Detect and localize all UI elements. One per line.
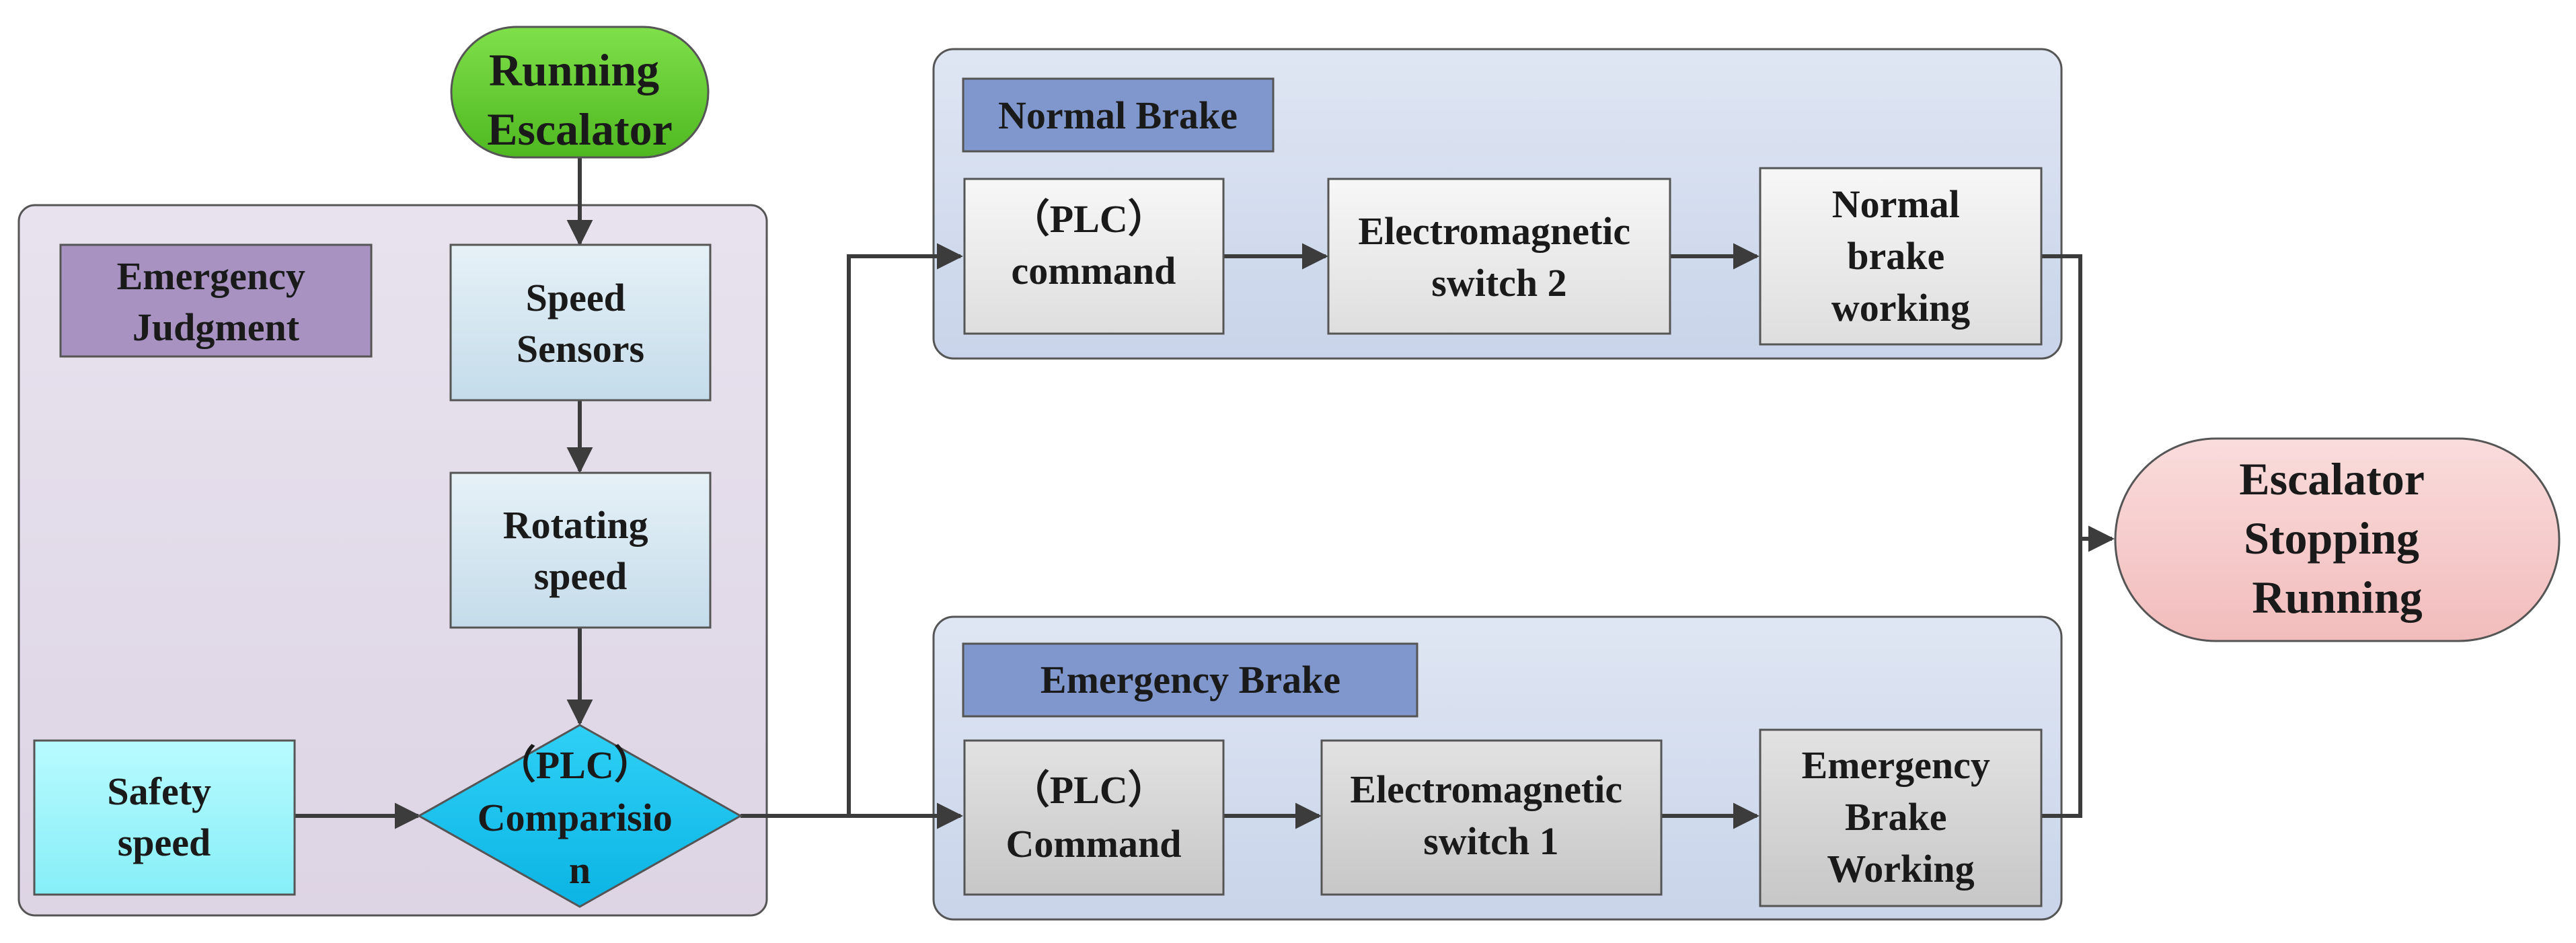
svg-text:Rotating speed: Rotating speed: [503, 503, 658, 598]
svg-text:Emergency Judgment: Emergency Judgment: [117, 254, 315, 349]
connector-normal-working-to-merge: [2041, 254, 2082, 818]
node-text-line: （PLC）: [1011, 197, 1167, 241]
node-text-line: Speed: [526, 276, 626, 319]
emergency-judgment-label: Emergency Judgment: [59, 243, 373, 358]
svg-text:（PLC） Comparisio n: （PLC） Comparisio n: [478, 743, 683, 892]
node-text-line: Electromagnetic: [1350, 767, 1622, 811]
node-text-line: working: [1831, 286, 1970, 330]
svg-text:Electromagnetic switch 1: Electromagnetic switch 1: [1350, 767, 1632, 863]
speed-sensors-node: Speed Sensors: [449, 243, 712, 402]
normal-brake-label: Normal Brake: [962, 77, 1275, 153]
svg-text:Emergency Brake Wo: Emergency Brake Working: [1802, 743, 2000, 891]
svg-text:Normal Brake: Normal Brake: [998, 93, 1238, 137]
node-text-line: n: [569, 848, 591, 892]
label-line: Emergency Brake: [1040, 658, 1340, 702]
emergency-plc-command-node: （PLC） Command: [963, 739, 1225, 896]
node-text-line: Escalator: [487, 104, 673, 155]
svg-text:Speed Sensors: Speed Sensors: [517, 276, 644, 371]
electromagnetic-switch-2-node: Electromagnetic switch 2: [1327, 178, 1671, 335]
label-line: Judgment: [132, 305, 300, 349]
svg-text:Safety speed: Safety speed: [107, 769, 221, 864]
node-text-line: Running: [2252, 572, 2422, 623]
svg-text:Electromagnetic switch 2: Electromagnetic switch 2: [1358, 209, 1640, 305]
svg-text:Normal brake worki: Normal brake working: [1831, 182, 1970, 330]
node-text-line: switch 2: [1431, 261, 1566, 305]
normal-plc-command-node: （PLC） command: [963, 178, 1225, 335]
svg-text:Running Escalator: Running Escalator: [487, 44, 673, 155]
rotating-speed-node: Rotating speed: [449, 472, 712, 629]
plc-comparison-decision: （PLC） Comparisio n: [416, 724, 743, 908]
normal-brake-working-node: Normal brake working: [1759, 167, 2043, 346]
node-text-line: command: [1012, 249, 1176, 293]
node-text-line: Electromagnetic: [1358, 209, 1630, 253]
escalator-stopping-running-node: Escalator Stopping Running: [2114, 437, 2561, 642]
svg-text:Escalator Stopping: Escalator Stopping Running: [2239, 453, 2435, 623]
node-text-line: speed: [534, 554, 628, 598]
node-text-line: （PLC）: [1011, 768, 1167, 812]
node-text-line: brake: [1847, 234, 1944, 278]
emergency-brake-working-node: Emergency Brake Working: [1759, 728, 2043, 907]
emergency-brake-label: Emergency Brake: [962, 642, 1418, 718]
node-text-line: Safety: [107, 769, 211, 813]
node-text-line: Command: [1006, 822, 1181, 866]
node-text-line: Running: [489, 44, 659, 96]
label-line: Emergency: [117, 254, 305, 298]
arrow-comparison-to-normal-command: [847, 243, 963, 816]
node-text-line: Stopping: [2244, 513, 2419, 564]
label-line: Normal Brake: [998, 93, 1238, 137]
node-text-line: Brake: [1845, 795, 1946, 839]
electromagnetic-switch-1-node: Electromagnetic switch 1: [1320, 739, 1663, 896]
node-text-line: Normal: [1832, 182, 1960, 226]
node-text-line: （PLC）: [497, 743, 653, 787]
node-text-line: Rotating: [503, 503, 648, 547]
svg-text:（PLC） Command: （PLC） Command: [1006, 768, 1181, 866]
svg-text:Emergency Brake: Emergency Brake: [1040, 658, 1340, 702]
node-text-line: Working: [1827, 847, 1974, 891]
safety-speed-node: Safety speed: [33, 739, 296, 896]
running-escalator-node: Running Escalator: [450, 26, 710, 159]
node-text-line: Comparisio: [478, 796, 673, 839]
node-text-line: speed: [118, 821, 211, 864]
connectors: [295, 156, 2115, 829]
node-text-line: Emergency: [1802, 743, 1990, 787]
node-text-line: Escalator: [2239, 453, 2424, 504]
svg-text:（PLC） command: （PLC） command: [1011, 197, 1177, 293]
node-text-line: Sensors: [517, 327, 644, 371]
node-text-line: switch 1: [1423, 819, 1558, 863]
